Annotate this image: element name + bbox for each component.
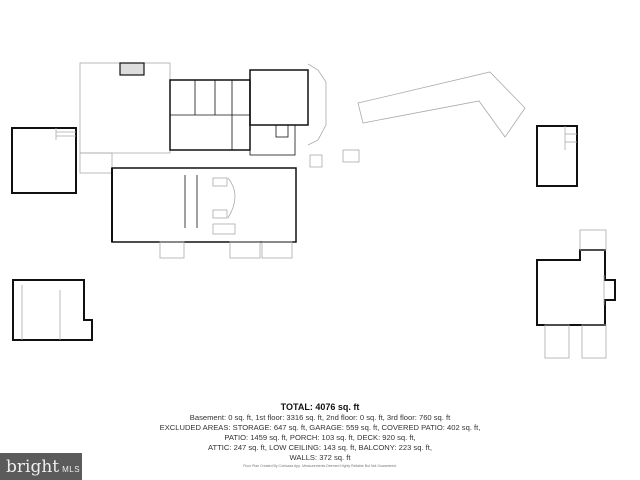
attic <box>536 125 578 187</box>
deck <box>357 71 526 138</box>
garage <box>11 127 77 194</box>
credit-note: Floor Plan Created By Cubicasa App. Meas… <box>243 464 397 468</box>
excluded-areas-2: PATIO: 1459 sq. ft, PORCH: 103 sq. ft, D… <box>224 433 416 442</box>
floor-areas: Basement: 0 sq. ft, 1st floor: 3316 sq. … <box>189 413 451 422</box>
logo-suffix: MLS <box>62 464 81 474</box>
excluded-areas-1: EXCLUDED AREAS: STORAGE: 647 sq. ft, GAR… <box>159 423 481 432</box>
third-floor-plan <box>536 229 616 359</box>
excluded-areas-4: WALLS: 372 sq. ft <box>289 453 351 462</box>
basement-storage <box>12 279 93 341</box>
bright-mls-logo: bright MLS <box>0 453 82 480</box>
floor-plan <box>11 62 616 359</box>
first-floor-plan <box>79 62 360 259</box>
logo-brand: bright <box>6 456 60 477</box>
total-area: TOTAL: 4076 sq. ft <box>280 402 360 412</box>
excluded-areas-3: ATTIC: 247 sq. ft, LOW CEILING: 143 sq. … <box>208 443 432 452</box>
